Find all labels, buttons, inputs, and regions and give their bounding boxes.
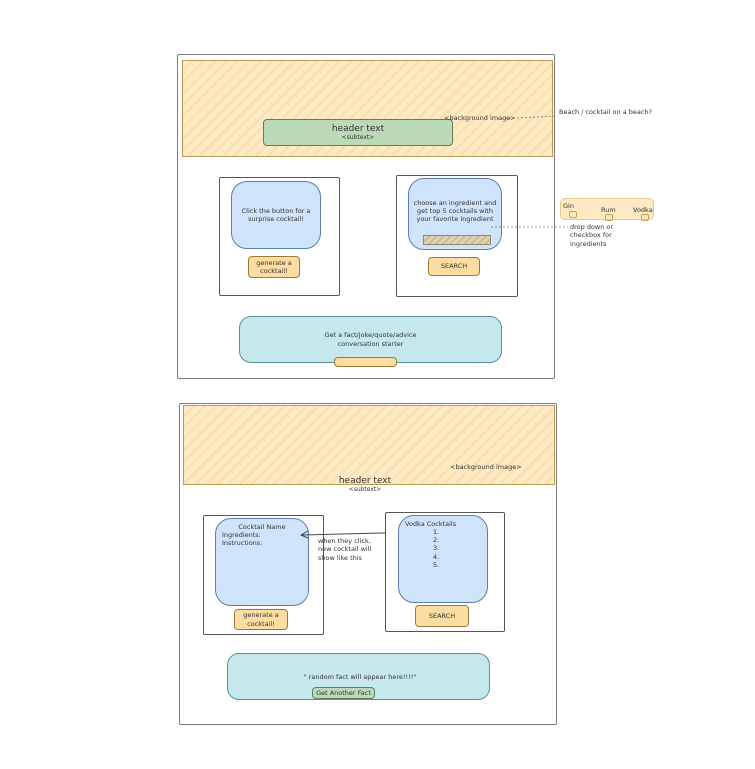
dropdown-option-gin[interactable]: Gin <box>563 202 574 210</box>
wireframe-1-search-card-text: choose an ingredient and get top 5 cockt… <box>413 199 497 224</box>
wireframe-1-search-button[interactable]: SEARCH <box>428 257 480 276</box>
wireframe-1-header-subtext: <subtext> <box>341 134 375 141</box>
wireframe-2-results-item-1: 1. <box>433 528 440 537</box>
wireframe-2-instructions-label: Instructions: <box>222 539 263 548</box>
wireframe-1-dropdown-note: drop down or checkbox for ingredients <box>570 223 614 248</box>
dropdown-checkbox-rum[interactable] <box>605 214 613 221</box>
wireframe-1-random-bubble: Click the button for a surprise cocktail… <box>231 181 321 249</box>
wireframe-2-header-background <box>183 405 555 485</box>
wireframe-2-bg-image-label: <background image> <box>450 463 522 471</box>
wireframe-2-header-title: header text <box>338 475 392 486</box>
wireframe-1-ingredient-dropdown[interactable] <box>423 235 491 245</box>
dropdown-option-vodka[interactable]: Vodka <box>633 206 653 214</box>
wireframe-2-results-title: Vodka Cocktails <box>405 520 457 528</box>
wireframe-1-header-title: header text <box>331 124 385 134</box>
wireframe-1-header-title-box: header text <subtext> <box>263 119 453 146</box>
wireframe-2-fact-text: " random fact will appear here!!!!" <box>303 673 417 681</box>
wireframe-1-fact-button[interactable] <box>334 357 397 367</box>
wireframe-2-cocktail-bubble: Cocktail Name Ingredients: Instructions: <box>215 518 309 606</box>
wireframe-2-search-button[interactable]: SEARCH <box>415 605 469 627</box>
wireframe-1-generate-cocktail-button[interactable]: generate a cocktail! <box>248 256 300 278</box>
wireframe-1-bg-image-note: Beach / cocktail on a beach? <box>559 108 653 116</box>
wireframe-2-results-item-2: 2. <box>433 536 440 545</box>
wireframe-1-dropdown-connector <box>491 226 568 228</box>
dropdown-option-rum[interactable]: Rum <box>601 206 616 214</box>
wireframe-2-get-another-fact-button[interactable]: Get Another Fact <box>312 687 375 699</box>
wireframe-1-fact-bar-text: Get a fact/joke/quote/advice conversatio… <box>324 331 417 348</box>
wireframe-1-bg-image-label: <background image> <box>444 114 516 122</box>
dropdown-checkbox-vodka[interactable] <box>641 214 649 221</box>
wireframe-2-results-item-5: 5. <box>433 560 440 569</box>
wireframe-2-header-subtext: <subtext> <box>348 485 382 493</box>
wireframe-2-header-title-group: header text <subtext> <box>320 473 410 495</box>
wireframe-1-random-card-text: Click the button for a surprise cocktail… <box>241 206 311 223</box>
wireframe-2-results-item-4: 4. <box>433 552 440 561</box>
wireframe-1-fact-bar: Get a fact/joke/quote/advice conversatio… <box>239 316 502 363</box>
wireframe-1-bg-image-connector <box>496 115 558 120</box>
wireframe-2-generate-cocktail-button[interactable]: generate a cocktail! <box>234 609 288 630</box>
wireframe-2-arrow-note: when they click, new cocktail will show … <box>318 537 372 562</box>
wireframe-2-results-item-3: 3. <box>433 544 440 553</box>
wireframe-2-ingredients-label: Ingredients: <box>222 531 261 540</box>
dropdown-checkbox-gin[interactable] <box>569 211 577 218</box>
wireframe-1-dropdown-options: Gin Rum Vodka <box>560 198 654 221</box>
wireframe-2-results-bubble: Vodka Cocktails 1. 2. 3. 4. 5. <box>398 515 488 603</box>
wireframe-2-cocktail-name: Cocktail Name <box>238 523 286 531</box>
